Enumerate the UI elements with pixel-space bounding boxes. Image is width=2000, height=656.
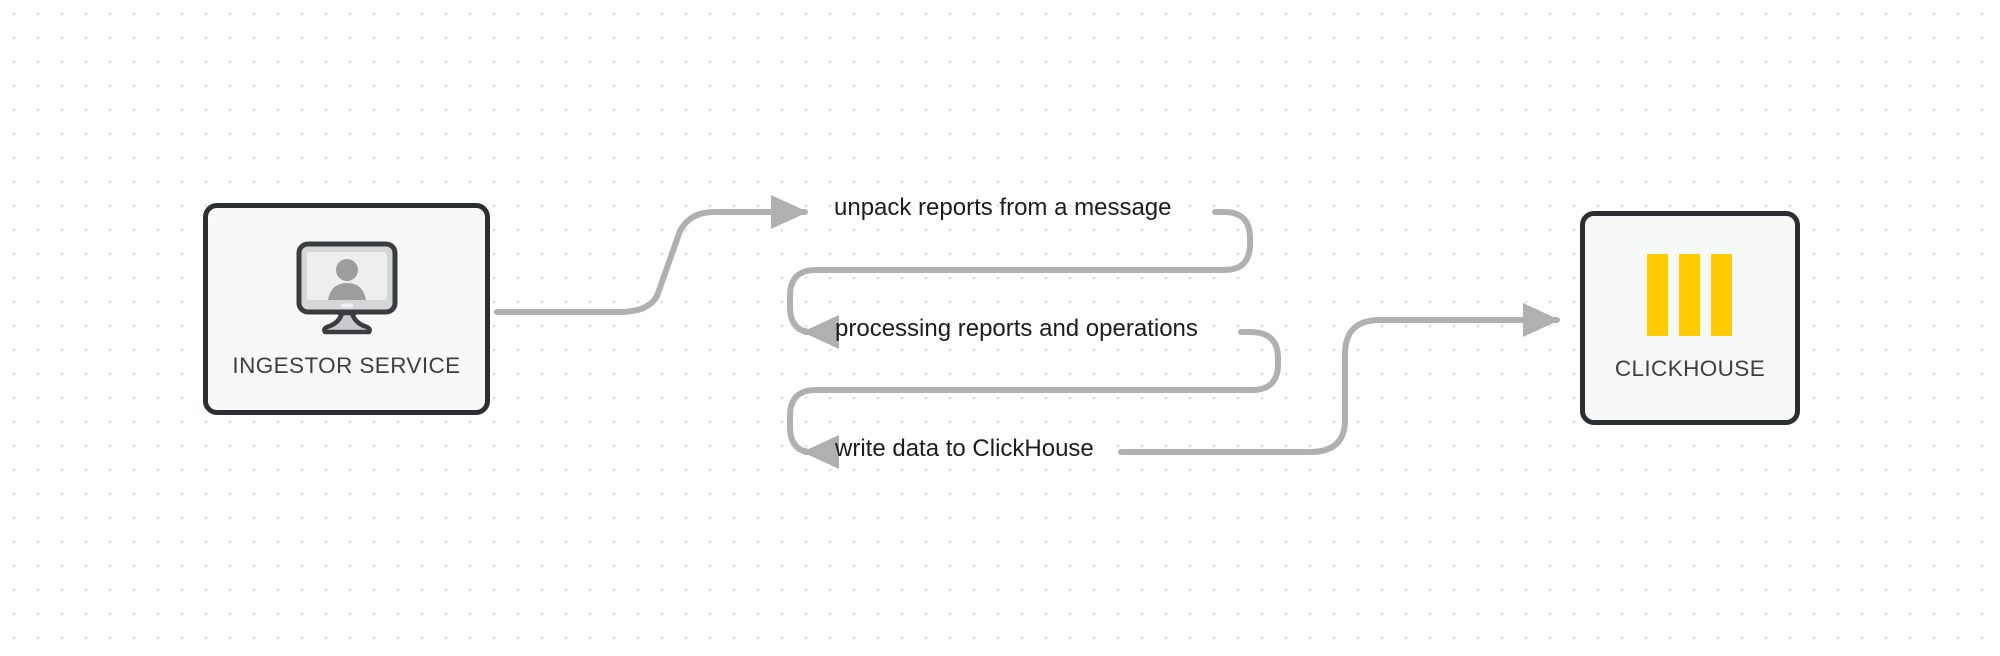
edge-path-2 <box>787 329 1281 470</box>
edge-path-0 <box>494 194 808 315</box>
node-ingestor-service[interactable]: INGESTOR SERVICE <box>203 203 490 415</box>
node-label-clickhouse: CLICKHOUSE <box>1614 356 1766 381</box>
node-label-ingestor-service: INGESTOR SERVICE <box>232 353 461 378</box>
edge-label-processing-reports: processing reports and operations <box>835 315 1198 342</box>
edge-path-3 <box>1118 302 1560 455</box>
node-clickhouse[interactable]: CLICKHOUSE <box>1580 211 1800 425</box>
monitor-user-icon <box>296 241 397 335</box>
edge-label-write-data: write data to ClickHouse <box>835 435 1094 462</box>
edge-label-unpack-reports: unpack reports from a message <box>834 194 1172 221</box>
clickhouse-bars-icon <box>1647 254 1732 336</box>
edge-path-1 <box>787 209 1253 350</box>
